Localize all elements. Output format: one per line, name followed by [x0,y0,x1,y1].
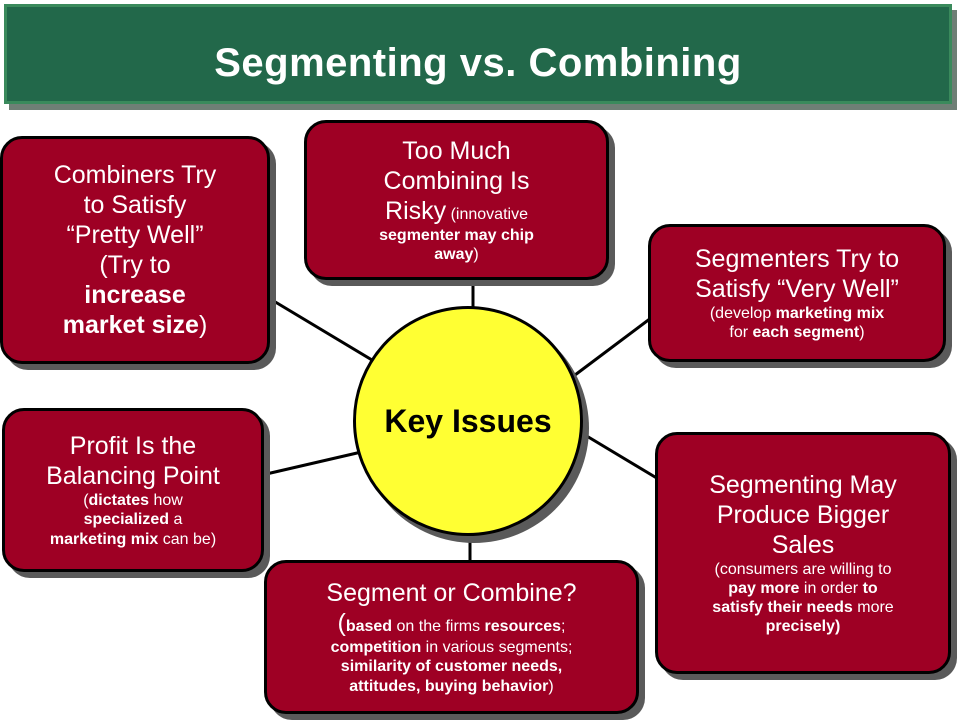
profit-note-text-2: a [169,511,183,529]
segment-text-3: in various segments; [421,639,573,657]
segment-bold-3: competition [330,639,422,657]
combiners-line-3: “Pretty Well” [66,221,204,249]
connector-line-sales [579,430,661,482]
combiners-line-5: increase [84,281,186,309]
segmenters-line-2: Satisfy “Very Well” [695,274,899,303]
combiners-box: Combiners Try to Satisfy “Pretty Well” (… [0,136,270,364]
risky-line-2: Combining Is [383,166,530,195]
segment-text-1: on the firms [392,618,485,636]
title-bar: Segmenting vs. Combining [4,4,952,104]
risky-line-3-wrap: Risky (innovative [385,196,528,226]
profit-note-1: (dictates how [83,491,183,510]
segment-open: ( [337,609,346,638]
segmenters-box: Segmenters Try to Satisfy “Very Well” (d… [648,224,946,362]
segment-box: Segment or Combine? (based on the firms … [264,560,639,714]
profit-note-open: ( [83,492,89,510]
segmenters-note-2: for each segment) [729,323,864,342]
segment-line-4: similarity of customer needs, [340,658,563,676]
combiners-line-1: Combiners Try [53,161,217,189]
risky-line-5: away [434,246,474,263]
sales-note-2-bold-2: to [862,579,878,597]
risky-line-4: segmenter may chip [379,226,534,244]
segment-bold-2: resources [484,618,562,636]
risky-box: Too Much Combining Is Risky (innovative … [304,120,609,280]
segment-close: ) [548,677,554,695]
combiners-line-6-wrap: market size) [63,310,208,340]
combiners-line-2: to Satisfy [83,191,187,219]
segmenters-note-open: (develop [709,304,776,322]
profit-line-2: Balancing Point [46,462,220,491]
profit-note-2: specialized a [84,510,183,529]
profit-note-bold-2: specialized [83,511,170,529]
connector-line-segmenters [574,313,656,377]
combiners-line-6: market size [62,311,199,339]
segmenters-note-close: ) [859,324,865,341]
sales-note-2-text: in order [799,579,863,597]
connector-line-profit [261,448,371,477]
segmenters-line-1: Segmenters Try to [694,244,900,273]
sales-note-3-text: more [852,599,894,616]
segmenters-note-bold-1: marketing mix [775,304,885,322]
sales-note-3: satisfy their needs more [712,598,893,617]
sales-line-2: Produce Bigger [716,500,890,529]
key-issues-label: Key Issues [384,402,552,439]
segment-line-2: (based on the firms resources; [337,608,565,638]
slide-title: Segmenting vs. Combining [214,41,742,85]
segment-line-3: competition in various segments; [331,638,573,657]
risky-line-3: Risky [385,196,447,225]
profit-note-text-1: how [149,492,183,510]
risky-line-5-wrap: away) [434,245,478,264]
combiners-line-6-close: ) [198,311,208,339]
sales-line-1: Segmenting May [709,470,897,499]
sales-note-1: (consumers are willing to [714,560,892,578]
sales-note-2-bold-1: pay more [728,579,800,597]
sales-box: Segmenting May Produce Bigger Sales (con… [655,432,951,674]
profit-line-1: Profit Is the [69,432,197,461]
profit-note-3: marketing mix can be) [50,530,216,549]
sales-note-4: precisely) [765,618,841,636]
risky-line-1: Too Much [402,136,511,165]
sales-line-3: Sales [771,530,835,559]
profit-note-bold-3: marketing mix [49,530,159,548]
combiners-line-4: (Try to [99,251,171,279]
profit-box: Profit Is the Balancing Point (dictates … [2,408,264,572]
segmenters-note-mid: for [729,324,753,341]
risky-line-3-note: (innovative [450,205,528,223]
key-issues-hub: Key Issues [353,306,583,536]
risky-line-5-close: ) [473,246,479,263]
sales-note-3-bold: satisfy their needs [712,599,853,616]
segment-text-2: ; [561,618,566,636]
segment-bold-1: based [345,618,393,636]
segmenters-note-1: (develop marketing mix [710,304,884,323]
segment-line-1: Segment or Combine? [326,579,577,608]
profit-note-text-3: can be) [158,530,217,548]
segmenters-note-bold-2: each segment [752,324,860,341]
profit-note-bold-1: dictates [88,492,149,510]
segment-bold-5: attitudes, buying behavior [349,677,549,695]
segment-line-5: attitudes, buying behavior) [349,677,553,696]
sales-note-2: pay more in order to [728,579,877,598]
